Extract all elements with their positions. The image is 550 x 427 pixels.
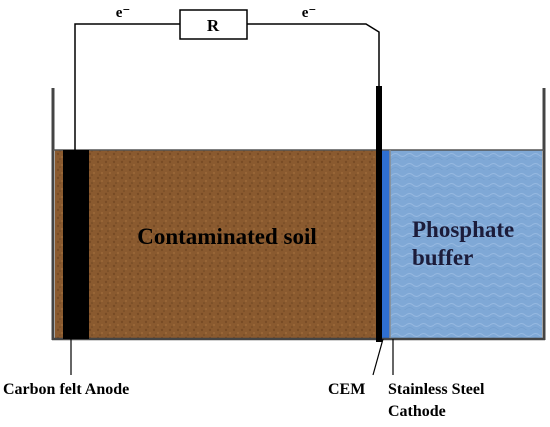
soil-chamber bbox=[55, 150, 380, 338]
cathode-label-line1: Stainless Steel bbox=[388, 381, 485, 398]
resistor-label: R bbox=[207, 16, 220, 35]
circuit-wire-left bbox=[74, 23, 180, 150]
anode-label: Carbon felt Anode bbox=[3, 381, 129, 398]
buffer-label-line1: Phosphate bbox=[412, 217, 514, 242]
electron-label-left: e⁻ bbox=[116, 5, 131, 21]
stainless-steel-cathode bbox=[376, 86, 382, 342]
cem-leader bbox=[372, 338, 384, 376]
carbon-felt-anode bbox=[63, 150, 89, 339]
electron-label-right: e⁻ bbox=[302, 5, 317, 21]
cathode-label-line2: Cathode bbox=[388, 403, 446, 420]
buffer-chamber bbox=[390, 150, 542, 338]
circuit-wire-right bbox=[247, 23, 380, 86]
buffer-label-line2: buffer bbox=[412, 245, 473, 270]
resistor bbox=[179, 9, 248, 40]
cem-label: CEM bbox=[328, 381, 365, 398]
cem-membrane bbox=[380, 150, 390, 338]
soil-label: Contaminated soil bbox=[137, 224, 317, 249]
